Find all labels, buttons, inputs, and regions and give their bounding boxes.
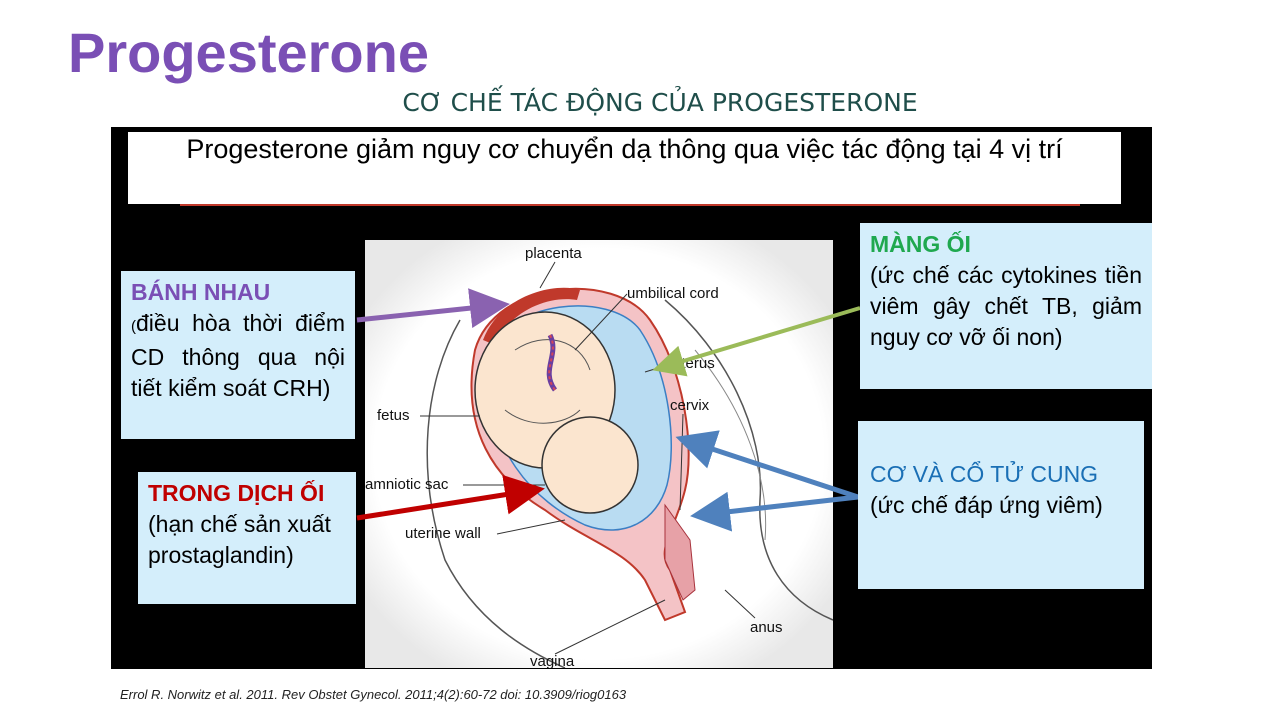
spine-curve: [664, 299, 833, 621]
arrow-cervix-upper: [675, 430, 859, 500]
label-anus: anus: [750, 619, 783, 636]
slide-subtitle: CƠ CHẾ TÁC ĐỘNG CỦA PROGESTERONE: [402, 88, 918, 117]
callout-membrane-body: (ức chế các cytokines tiền viêm gây chết…: [870, 262, 1142, 350]
callout-amniotic-heading: TRONG DỊCH ỐI: [148, 480, 325, 506]
label-vagina: vagina: [530, 653, 575, 668]
label-umbilical-cord: umbilical cord: [627, 285, 719, 302]
callout-amniotic: TRONG DỊCH ỐI (hạn chế sản xuất prostagl…: [138, 472, 356, 604]
leader-placenta: [539, 261, 556, 289]
leader-anus: [724, 589, 756, 619]
leader-uterine-wall: [496, 519, 566, 535]
label-cervix: cervix: [670, 397, 710, 414]
headline-underline: [180, 204, 1080, 206]
back-curve: [694, 349, 767, 541]
leader-umbilical-cord: [574, 293, 628, 351]
pregnancy-diagram: placenta umbilical cord uterus cervix fe…: [365, 240, 833, 668]
cervix-shape: [664, 503, 696, 601]
leader-vagina: [554, 599, 666, 655]
label-placenta: placenta: [525, 245, 582, 262]
callout-cervix-body: (ức chế đáp ứng viêm): [870, 492, 1103, 518]
headline-banner: Progesterone giảm nguy cơ chuyển dạ thôn…: [128, 132, 1121, 204]
abdominal-wall: [426, 319, 566, 668]
callout-amniotic-body: (hạn chế sản xuất prostaglandin): [148, 511, 331, 568]
label-fetus: fetus: [377, 407, 410, 424]
slide-title: Progesterone: [68, 21, 429, 84]
callout-membrane: MÀNG ỐI (ức chế các cytokines tiền viêm …: [860, 223, 1152, 389]
callout-placenta: BÁNH NHAU (điều hòa thời điểm CD thông q…: [121, 271, 355, 439]
callout-cervix: CƠ VÀ CỔ TỬ CUNG (ức chế đáp ứng viêm): [858, 421, 1144, 589]
callout-placenta-paren: (: [131, 318, 136, 335]
arrow-membrane: [652, 306, 861, 377]
callout-cervix-heading: CƠ VÀ CỔ TỬ CUNG: [870, 461, 1099, 487]
callout-membrane-heading: MÀNG ỐI: [870, 231, 971, 257]
callout-placenta-body: (điều hòa thời điểm CD thông qua nội tiế…: [131, 308, 345, 404]
arrow-cervix-lower: [690, 491, 859, 532]
arrow-amniotic: [356, 474, 545, 521]
fetus-arm: [514, 339, 591, 371]
fetus-leg: [504, 409, 581, 424]
citation: Errol R. Norwitz et al. 2011. Rev Obstet…: [120, 687, 627, 702]
label-amniotic-sac: amniotic sac: [365, 476, 449, 493]
arrow-placenta: [356, 288, 510, 329]
fetus-head: [541, 416, 639, 514]
callout-placenta-heading: BÁNH NHAU: [131, 279, 271, 305]
umbilical-cord-vessels: [548, 334, 556, 391]
callout-placenta-text: điều hòa thời điểm CD thông qua nội tiết…: [131, 310, 345, 401]
label-uterine-wall: uterine wall: [405, 525, 481, 542]
